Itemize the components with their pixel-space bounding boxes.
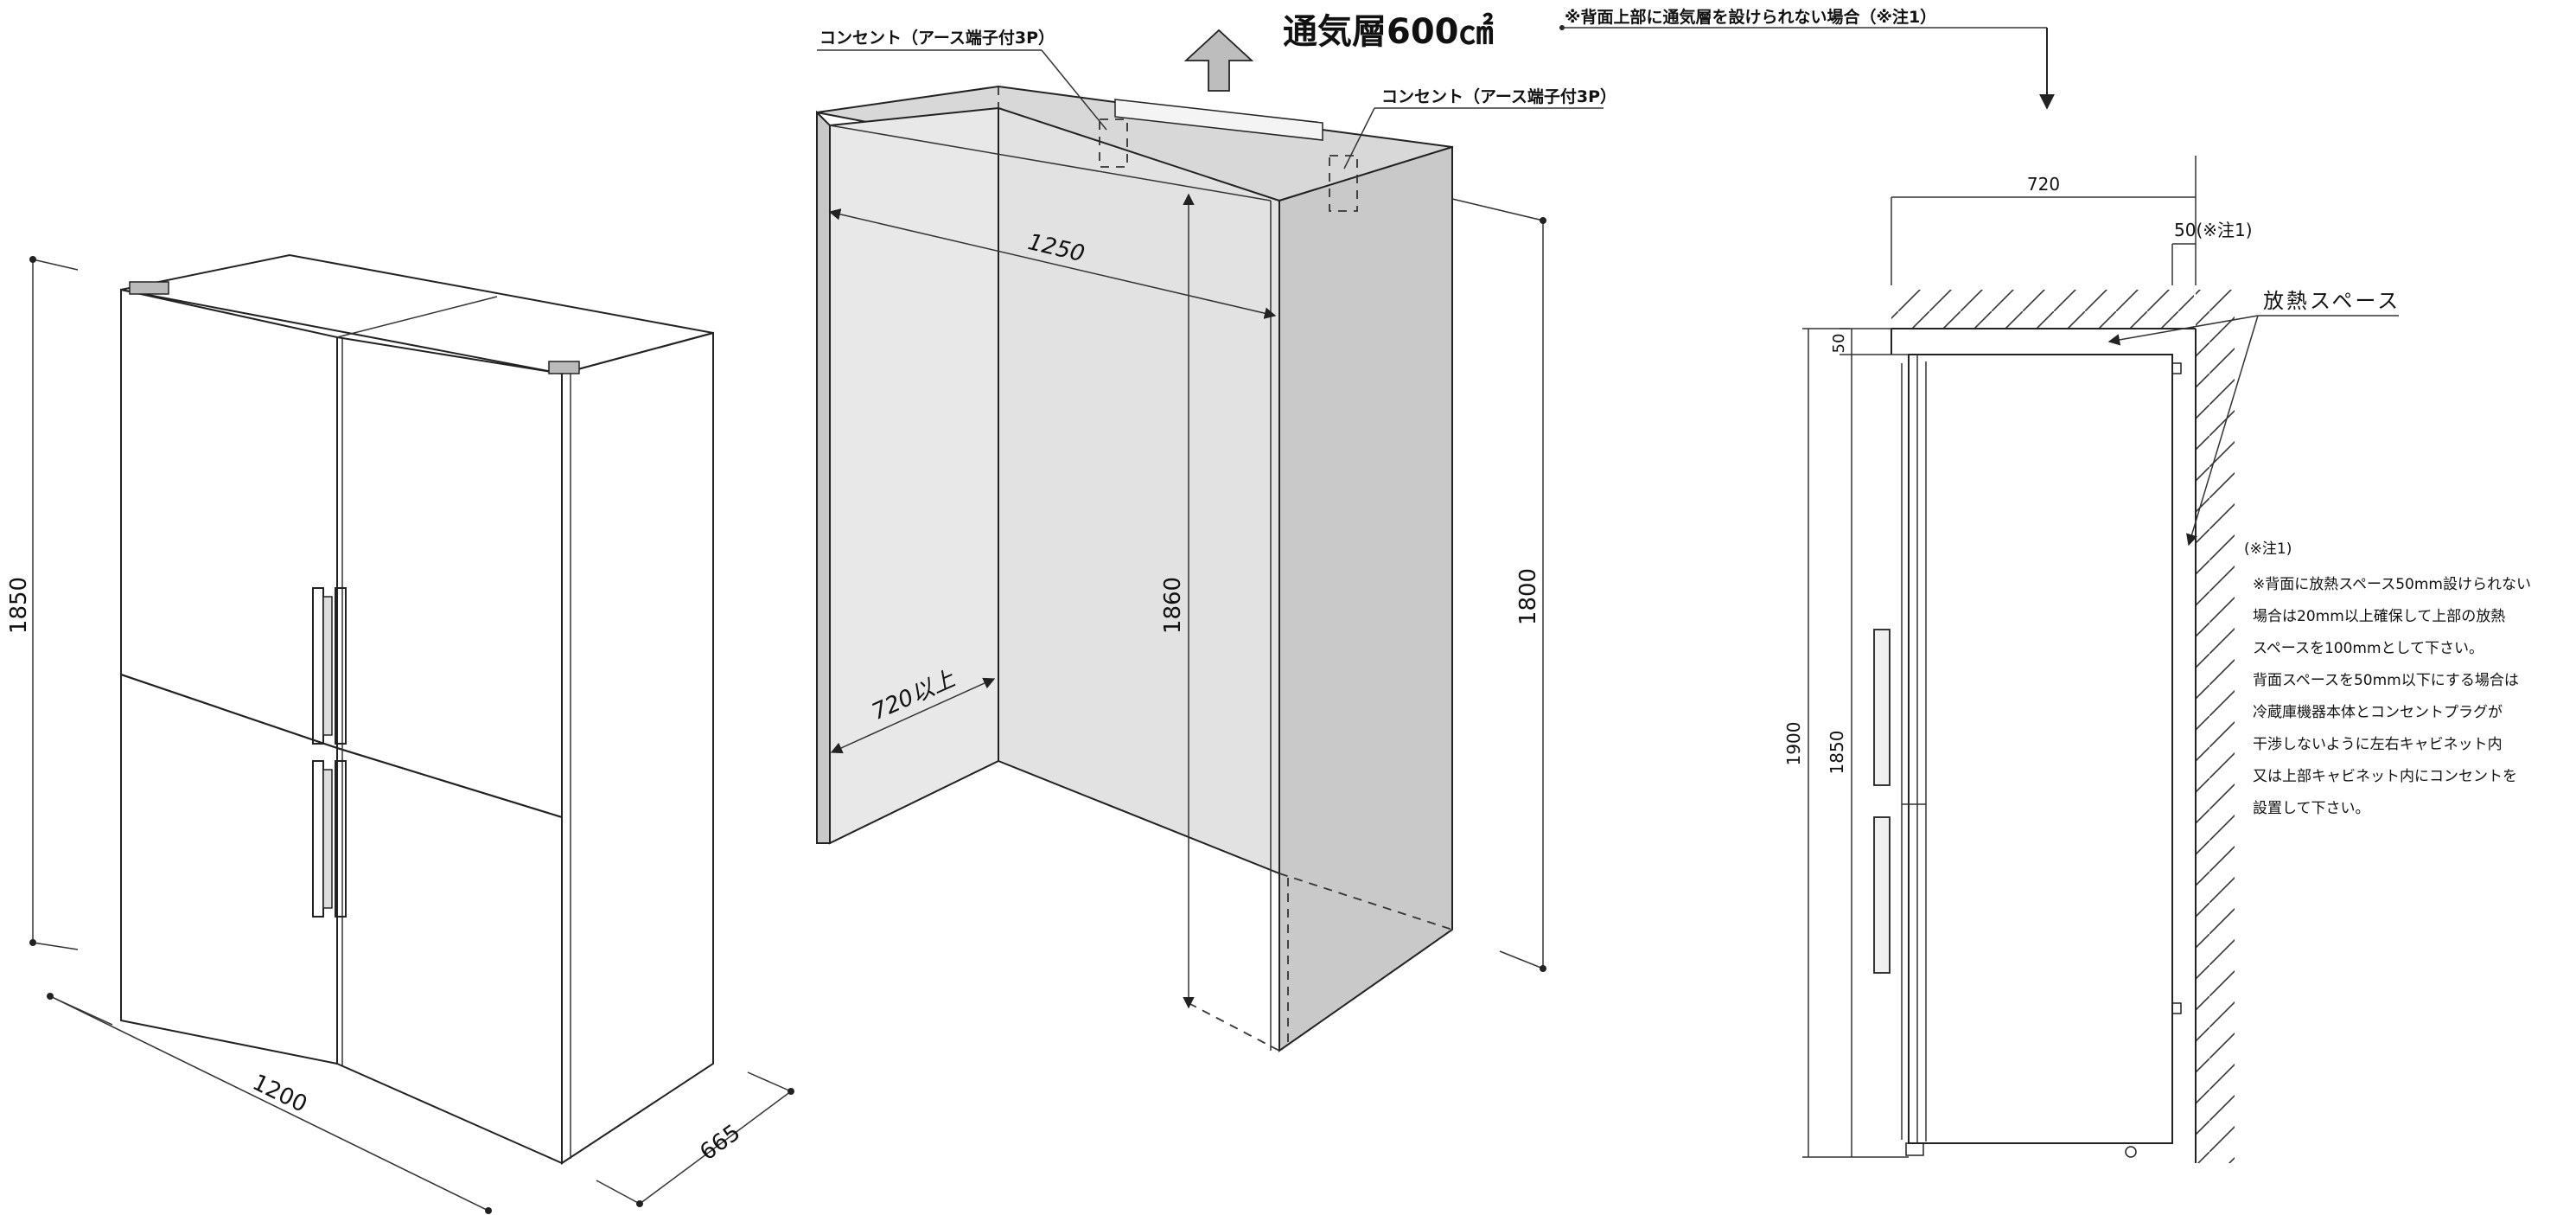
side-top-gap-label: 50 (1830, 334, 1848, 354)
side-note-line: ※背面に放熱スペース50mm設けられない (2253, 576, 2531, 593)
side-width-label: 720 (2027, 174, 2060, 195)
side-rear-gap-label: 50(※注1) (2174, 220, 2253, 240)
side-note-line: 設置して下さい。 (2253, 800, 2370, 817)
side-note-line: 背面スペースを50mm以下にする場合は (2253, 672, 2519, 689)
side-note-line: スペースを100mmとして下さい。 (2253, 640, 2484, 657)
outlet-top-label: コンセント（アース端子付3P） (819, 28, 1055, 48)
side-view-drawing: 720 50(※注1) 放熱スペース 50 1900 1850 (※注1) ※背… (1783, 156, 2531, 1163)
side-note-line: 冷蔵庫機器本体とコンセントプラグが (2253, 704, 2503, 721)
cabinet-outer-height-label: 1800 (1515, 568, 1541, 625)
fridge-depth-label: 665 (695, 1120, 745, 1166)
side-total-height-label: 1900 (1783, 722, 1804, 766)
fridge-drawing: 1850 1200 665 (6, 253, 794, 1214)
side-note-line: 干渉しないように左右キャビネット内 (2253, 736, 2503, 753)
side-note-title: (※注1) (2244, 540, 2292, 558)
ventilation-up-arrow (1183, 29, 1254, 92)
ventilation-note: ※背面上部に通気層を設けられない場合（※注1） (1565, 7, 1936, 27)
side-note-line: 又は上部キャビネット内にコンセントを (2253, 768, 2517, 785)
ventilation-label: 通気層600㎠ (1283, 12, 1494, 52)
fridge-handles (312, 587, 347, 918)
side-note-line: 場合は20mm以上確保して上部の放熱 (2253, 608, 2505, 625)
cabinet-inner-height-label: 1860 (1160, 577, 1186, 634)
side-note-lines: ※背面に放熱スペース50mm設けられない 場合は20mm以上確保して上部の放熱 … (2253, 576, 2531, 817)
fridge-height-label: 1850 (6, 577, 32, 634)
outlet-right-label: コンセント（アース端子付3P） (1381, 86, 1616, 106)
fridge-width-label: 1200 (248, 1070, 311, 1118)
cabinet-drawing: コンセント（アース端子付3P） コンセント（アース端子付3P） 通気層600㎠ … (816, 7, 2055, 1052)
heat-space-label: 放熱スペース (2263, 289, 2401, 313)
side-unit-height-label: 1850 (1827, 731, 1847, 775)
